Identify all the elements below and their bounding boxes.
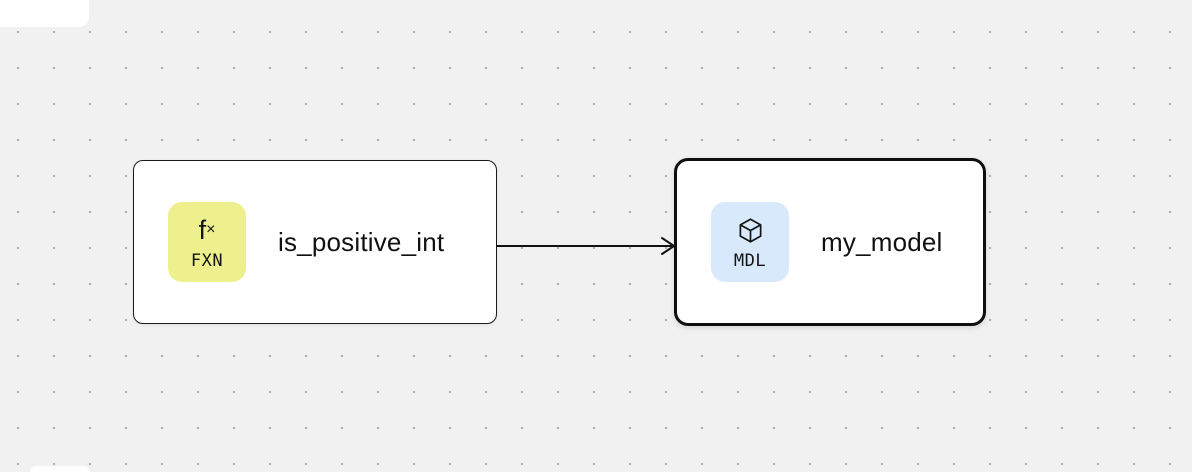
cube-icon: [737, 213, 764, 249]
node-is-positive-int[interactable]: f× FXN is_positive_int: [133, 160, 497, 324]
top-left-panel: [0, 0, 89, 27]
node-label: is_positive_int: [278, 226, 445, 257]
function-badge: f× FXN: [168, 202, 246, 282]
node-my-model[interactable]: MDL my_model: [674, 158, 986, 326]
badge-type-label: MDL: [733, 250, 767, 271]
fx-symbol-x: ×: [206, 220, 216, 238]
badge-type-label: FXN: [190, 250, 224, 271]
fx-function-icon: f×: [199, 213, 216, 249]
node-label: my_model: [821, 226, 943, 257]
model-badge: MDL: [711, 202, 789, 282]
bottom-left-panel: [30, 466, 90, 472]
fx-symbol-f: f: [198, 215, 207, 245]
